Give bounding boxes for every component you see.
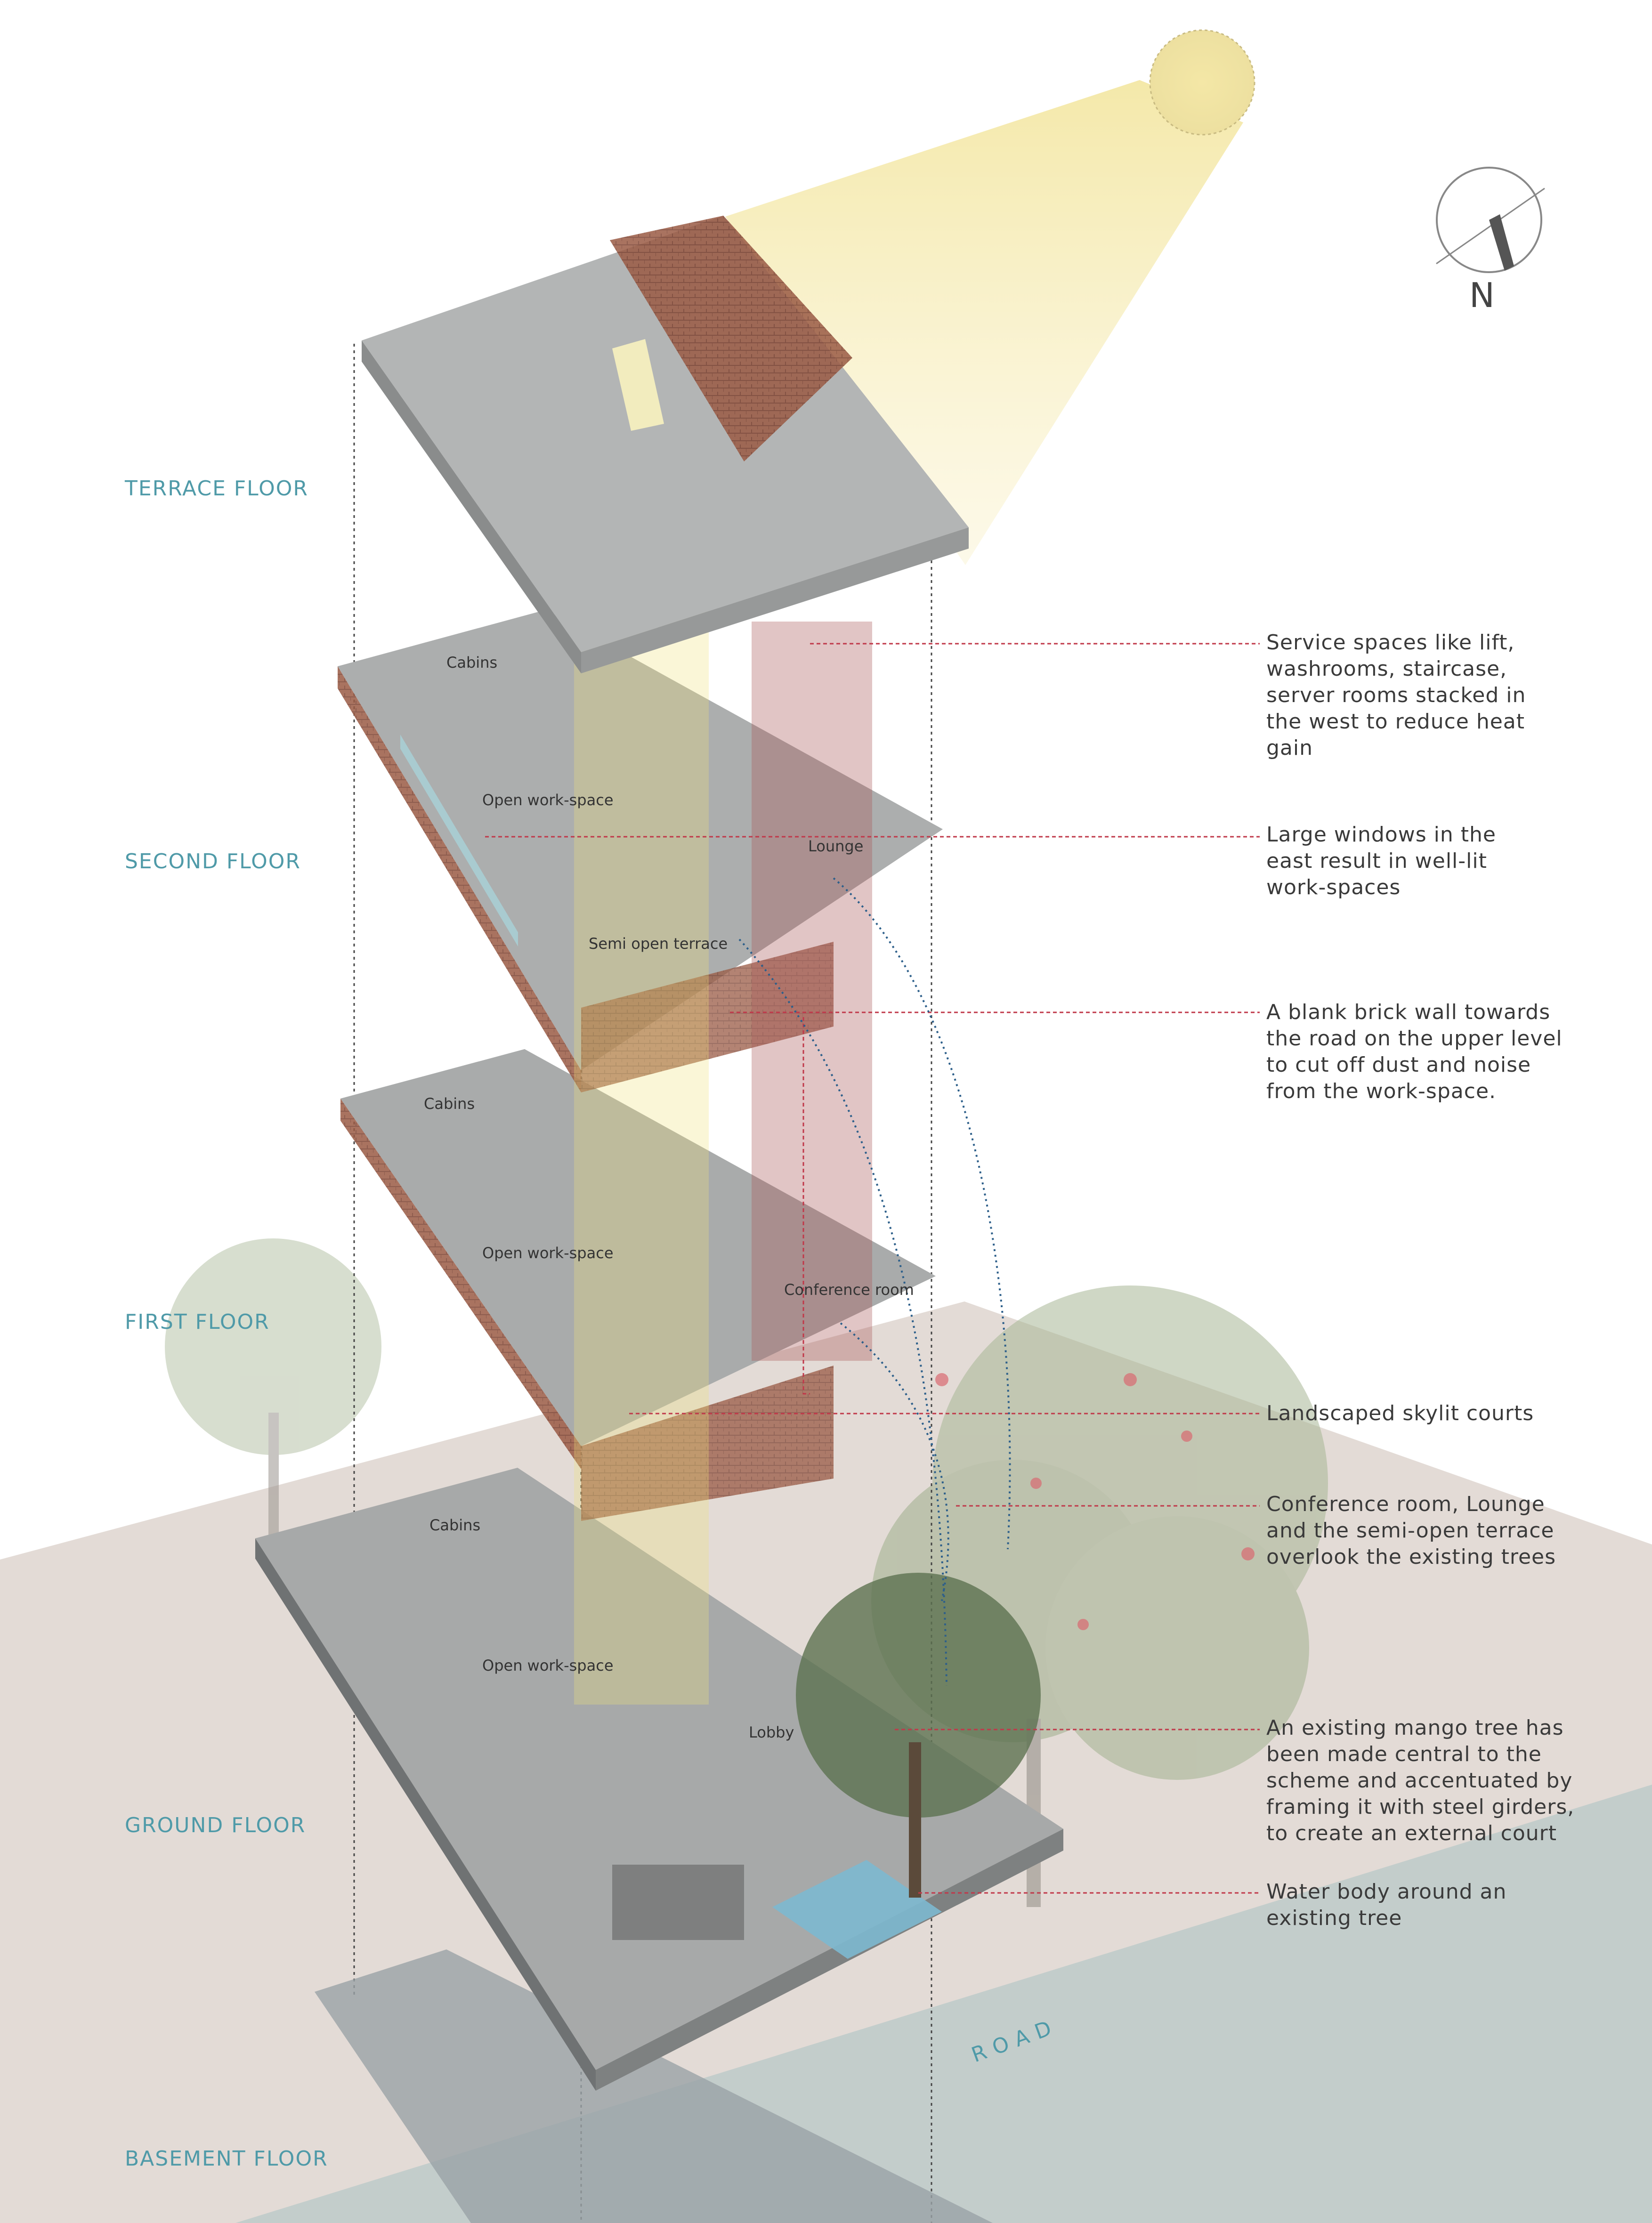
room-label: Cabins xyxy=(429,1516,480,1534)
room-label: Open work-space xyxy=(482,1244,614,1262)
annotation-line: washrooms, staircase, xyxy=(1266,657,1507,681)
annotation-line: work-spaces xyxy=(1266,875,1401,899)
annotation-line: framing it with steel girders, xyxy=(1266,1795,1575,1819)
annotation-line: Conference room, Lounge xyxy=(1266,1492,1545,1516)
annotation-line: to cut off dust and noise xyxy=(1266,1053,1531,1077)
annotation-line: Landscaped skylit courts xyxy=(1266,1401,1534,1425)
floor-label-ground: GROUND FLOOR xyxy=(125,1813,306,1837)
annotation-line: overlook the existing trees xyxy=(1266,1545,1556,1569)
basement-slab xyxy=(315,1949,993,2223)
existing-trees xyxy=(165,1238,1328,1907)
second-floor-slab xyxy=(338,610,943,1092)
north-label: N xyxy=(1469,275,1495,315)
annotation-line: east result in well-lit xyxy=(1266,849,1487,873)
annotation-line: Water body around an xyxy=(1266,1880,1507,1904)
room-label: Conference room xyxy=(784,1281,914,1299)
annotation-line: server rooms stacked in xyxy=(1266,683,1526,707)
sun-beam xyxy=(725,80,1243,565)
first-floor-slab xyxy=(340,1049,936,1521)
annotation-line: An existing mango tree has xyxy=(1266,1716,1564,1740)
annotation-line: the west to reduce heat xyxy=(1266,710,1525,734)
room-label: Cabins xyxy=(424,1095,475,1113)
floor-label-terrace: TERRACE FLOOR xyxy=(125,477,308,501)
annotation-line: gain xyxy=(1266,736,1313,760)
terrace-slab xyxy=(362,216,969,673)
annotation-line: scheme and accentuated by xyxy=(1266,1769,1573,1793)
floor-label-first: FIRST FLOOR xyxy=(125,1310,270,1334)
annotation-line: Service spaces like lift, xyxy=(1266,631,1515,655)
room-label: Cabins xyxy=(446,654,497,671)
annotation-line: to create an external court xyxy=(1266,1821,1557,1845)
room-label: Lounge xyxy=(808,837,863,855)
room-label: Open work-space xyxy=(482,791,614,809)
red-flowers xyxy=(935,1373,1255,1630)
leader-lines xyxy=(485,643,1260,1894)
annotation-line: and the semi-open terrace xyxy=(1266,1519,1555,1543)
annotation-line: existing tree xyxy=(1266,1906,1402,1930)
sun-icon xyxy=(1149,29,1255,136)
floor-label-second: SECOND FLOOR xyxy=(125,849,301,873)
annotation-line: A blank brick wall towards xyxy=(1266,1000,1551,1024)
room-label: Lobby xyxy=(749,1723,794,1741)
room-label: Open work-space xyxy=(482,1657,614,1674)
annotation-skylit-courts: Landscaped skylit courts xyxy=(1266,1400,1534,1427)
annotation-brick-wall: A blank brick wall towards the road on th… xyxy=(1266,999,1563,1105)
service-core xyxy=(752,622,872,1361)
annotation-line: been made central to the xyxy=(1266,1742,1542,1766)
annotation-line: from the work-space. xyxy=(1266,1079,1496,1103)
annotation-service-spaces: Service spaces like lift,washrooms, stai… xyxy=(1266,630,1526,761)
annotation-line: Large windows in the xyxy=(1266,823,1496,847)
annotation-line: the road on the upper level xyxy=(1266,1027,1563,1051)
north-arrow-icon xyxy=(1436,167,1545,273)
floor-label-basement: BASEMENT FLOOR xyxy=(125,2147,328,2171)
annotation-overlook-trees: Conference room, Lounge and the semi-open… xyxy=(1266,1491,1556,1570)
room-label: Semi open terrace xyxy=(589,935,728,953)
view-arrows xyxy=(738,877,1011,1686)
ground-floor-slab xyxy=(255,1468,1063,2091)
